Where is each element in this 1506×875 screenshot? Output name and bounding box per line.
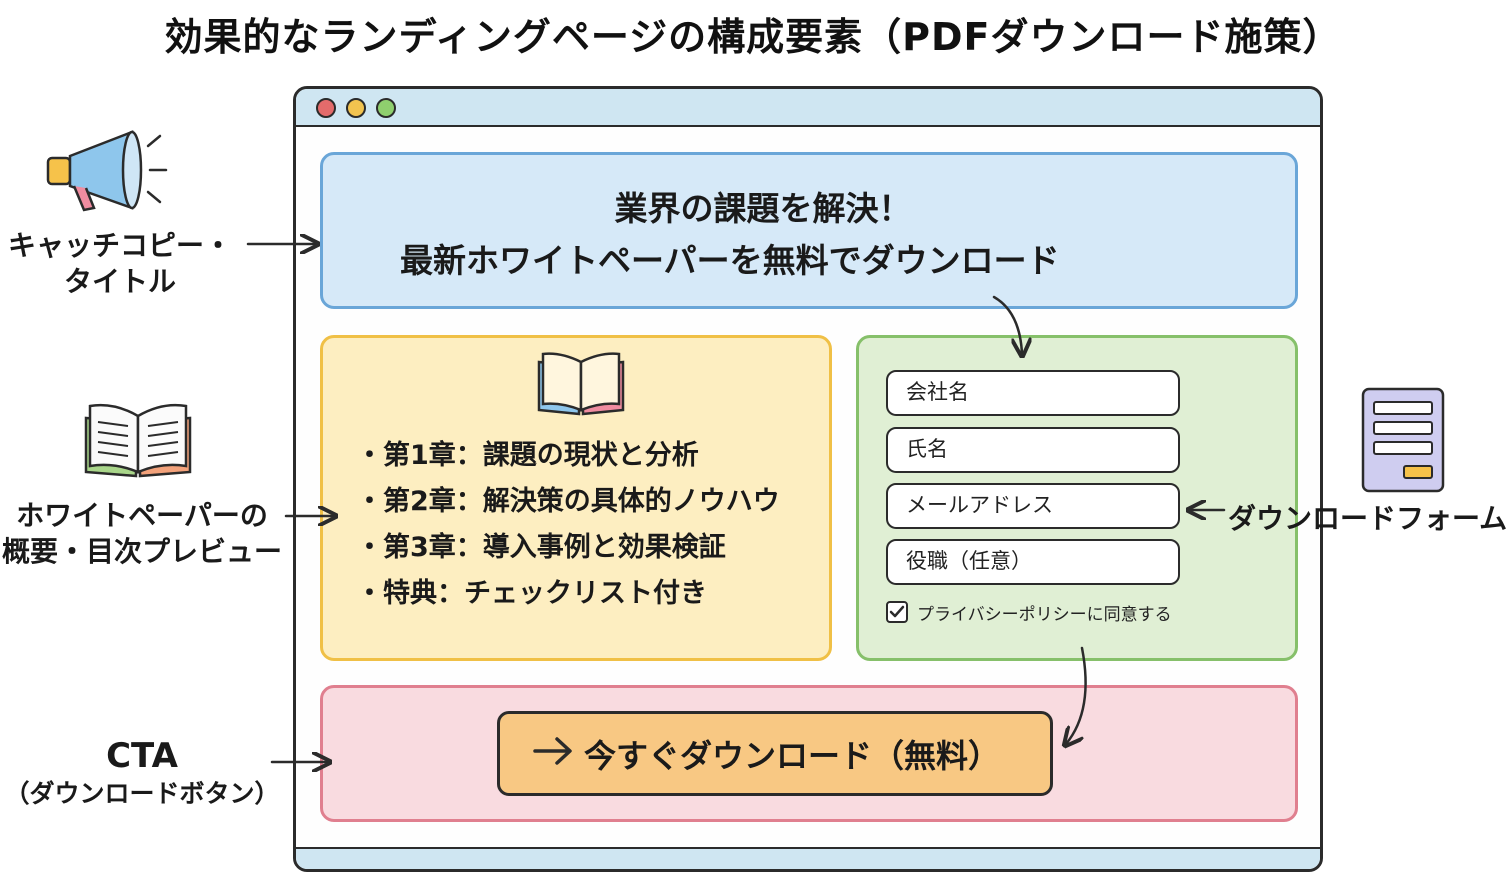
- form-callout: ダウンロードフォーム: [1228, 501, 1506, 537]
- catchcopy-line1: 業界の課題を解決！: [614, 189, 912, 228]
- browser-title-bar: [296, 89, 1320, 127]
- open-book-icon: [537, 352, 625, 416]
- privacy-checkbox[interactable]: [886, 601, 908, 623]
- toc-item: 第1章：課題の現状と分析: [356, 438, 780, 484]
- company-name-field[interactable]: 会社名: [886, 370, 1180, 416]
- cta-callout-line1: CTA: [106, 736, 178, 776]
- job-title-field[interactable]: 役職（任意）: [886, 539, 1180, 585]
- catchcopy-section: [320, 152, 1298, 309]
- form-to-cta-arrow: [1066, 646, 1087, 744]
- cta-callout: CTA （ダウンロードボタン）: [0, 734, 284, 811]
- toc-item: 第3章：導入事例と効果検証: [356, 530, 780, 576]
- cta-section: [320, 685, 1298, 822]
- whitepaper-callout: ホワイトペーパーの 概要・目次プレビュー: [0, 498, 284, 571]
- form-callout-line1: ダウンロードフォーム: [1228, 502, 1506, 535]
- form-document-icon: [1361, 387, 1445, 493]
- catchcopy-callout: キャッチコピー・ タイトル: [0, 228, 240, 301]
- whitepaper-callout-line1: ホワイトペーパーの: [16, 499, 268, 532]
- email-field[interactable]: メールアドレス: [886, 483, 1180, 529]
- catchcopy-line2: 最新ホワイトペーパーを無料でダウンロード: [400, 241, 1060, 280]
- megaphone-icon: [46, 130, 168, 212]
- check-icon: [889, 605, 905, 618]
- catchcopy-callout-line1: キャッチコピー・: [7, 229, 232, 262]
- whitepaper-callout-line2: 概要・目次プレビュー: [1, 535, 282, 569]
- page-title: 効果的なランディングページの構成要素（PDFダウンロード施策）: [164, 15, 1342, 59]
- download-now-button[interactable]: [497, 711, 1053, 796]
- header-to-form-arrow: [992, 295, 1022, 354]
- toc-item: 特典：チェックリスト付き: [356, 576, 780, 622]
- toc-item: 第2章：解決策の具体的ノウハウ: [356, 484, 780, 530]
- browser-footer-bar: [296, 847, 1320, 869]
- download-now-button-label[interactable]: 今すぐダウンロード（無料）: [584, 737, 1001, 775]
- privacy-checkbox-label: プライバシーポリシーに同意する: [917, 605, 1172, 625]
- window-close-dot[interactable]: [316, 98, 336, 118]
- arrow-right-icon: [533, 737, 572, 765]
- cta-callout-line2: （ダウンロードボタン）: [4, 779, 280, 809]
- name-field[interactable]: 氏名: [886, 427, 1180, 473]
- window-maximize-dot[interactable]: [376, 98, 396, 118]
- catchcopy-callout-line2: タイトル: [63, 265, 176, 299]
- window-minimize-dot[interactable]: [346, 98, 366, 118]
- toc-list: 第1章：課題の現状と分析 第2章：解決策の具体的ノウハウ 第3章：導入事例と効果…: [356, 438, 780, 622]
- open-book-icon: [84, 403, 192, 478]
